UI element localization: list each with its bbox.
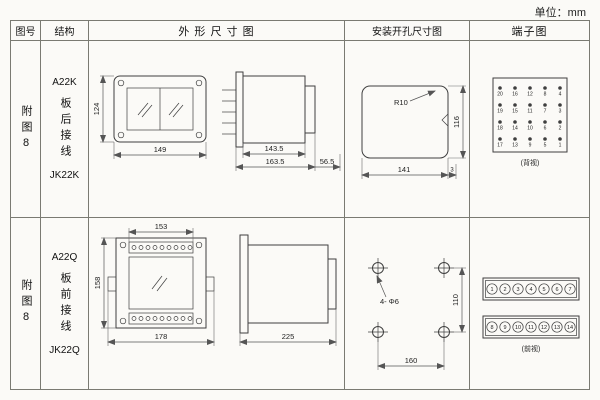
terminal-number: 4 <box>559 92 562 98</box>
outline-drawing-jk22q: 153 158 178 225 <box>93 222 337 346</box>
dim-width: 160 <box>405 356 418 365</box>
outline-drawing-jk22k: 124 149 143.5 <box>92 71 341 171</box>
dim-depth-outer: 163.5 <box>265 157 284 166</box>
terminal-diagram-jk22k: 20 16 12 8 4 19 15 11 7 3 18 14 10 6 2 <box>492 77 568 167</box>
terminal-number: 17 <box>497 143 503 149</box>
terminal-number: 9 <box>503 325 506 331</box>
col-header-structure: 结构 <box>41 21 89 41</box>
mounting-hole-drawing-jk22q: 4- Φ6 110 160 <box>368 257 466 370</box>
terminal-number: 11 <box>528 325 534 331</box>
terminal-number: 20 <box>497 92 503 98</box>
figure-number-cell: 附图8 <box>11 218 41 389</box>
col-header-mounting: 安装开孔尺寸图 <box>345 21 470 41</box>
terminal-number: 8 <box>544 92 547 98</box>
unit-label: 单位：mm <box>534 7 586 19</box>
terminal-number: 14 <box>567 325 573 331</box>
side-view <box>221 71 315 148</box>
structure-cell: A22Q 板前接线 JK22Q <box>41 218 89 389</box>
view-label: (背视) <box>521 158 540 167</box>
hole-spec-label: 4- Φ6 <box>380 297 399 306</box>
terminal-number: 8 <box>490 325 493 331</box>
front-view <box>107 237 214 328</box>
terminal-number: 16 <box>512 92 518 98</box>
dim-height: 158 <box>93 276 102 289</box>
terminal-number: 18 <box>497 126 503 132</box>
outline-drawing-cell: 124 149 143.5 <box>89 41 345 218</box>
figure-number-cell: 附图8 <box>11 41 41 218</box>
dim-width: 149 <box>153 145 166 154</box>
terminal-number: 11 <box>527 109 532 115</box>
view-label: (前视) <box>522 344 541 353</box>
figure-number: 附图8 <box>20 104 32 154</box>
dimension-table: 图号 结构 外 形 尺 寸 图 安装开孔尺寸图 端子图 附图8 A22K 板后接… <box>10 20 590 390</box>
mounting-drawing-cell: 4- Φ6 110 160 <box>345 218 470 389</box>
dim-height: 116 <box>452 116 461 128</box>
dim-depth-inner: 143.5 <box>264 144 283 153</box>
terminal-strip-top: 1 2 3 4 5 6 7 <box>482 277 580 300</box>
terminal-number: 12 <box>527 92 533 98</box>
terminal-number: 10 <box>515 325 521 331</box>
dim-top: 153 <box>154 222 167 231</box>
terminal-number: 10 <box>527 126 533 132</box>
model-code: A22K <box>52 77 77 88</box>
terminal-number: 4 <box>529 287 532 293</box>
dim-width: 141 <box>398 165 411 174</box>
terminal-number: 7 <box>568 287 571 293</box>
terminal-number: 15 <box>512 109 518 115</box>
terminal-number: 12 <box>541 325 547 331</box>
dim-height: 110 <box>451 294 460 306</box>
side-view <box>239 234 336 333</box>
dim-width: 178 <box>154 332 167 341</box>
col-header-outline: 外 形 尺 寸 图 <box>89 21 345 41</box>
dim-depth: 225 <box>281 332 294 341</box>
terminal-number: 9 <box>529 143 532 149</box>
col-header-fig: 图号 <box>11 21 41 41</box>
col-header-terminal: 端子图 <box>470 21 589 41</box>
dim-depth-front: 56.5 <box>319 157 334 166</box>
terminal-number: 6 <box>544 126 547 132</box>
terminal-number: 3 <box>516 287 519 293</box>
terminal-drawing-cell: 20 16 12 8 4 19 15 11 7 3 18 14 10 6 2 <box>470 41 589 218</box>
terminal-number: 3 <box>559 109 562 115</box>
dim-notch: 3 <box>450 168 454 174</box>
terminal-number: 5 <box>544 143 547 149</box>
terminal-number: 1 <box>490 287 493 293</box>
wiring-type: 板前接线 <box>59 271 71 336</box>
terminal-number: 19 <box>497 109 503 115</box>
relay-code: JK22Q <box>49 344 80 356</box>
model-code: A22Q <box>51 251 78 263</box>
wiring-type: 板后接线 <box>59 97 71 161</box>
mounting-hole-drawing-jk22k: R10 141 3 116 <box>361 85 466 179</box>
terminal-number: 13 <box>512 143 518 149</box>
terminal-number: 6 <box>555 287 558 293</box>
structure-cell: A22K 板后接线 JK22K <box>41 41 89 218</box>
terminal-number: 1 <box>559 143 562 149</box>
terminal-strip-bottom: 8 9 10 11 12 13 14 <box>482 315 580 338</box>
terminal-number: 2 <box>503 287 506 293</box>
terminal-number: 5 <box>542 287 545 293</box>
dim-height: 124 <box>92 103 101 116</box>
terminal-number: 14 <box>512 126 518 132</box>
figure-number: 附图8 <box>20 279 32 328</box>
terminal-number: 7 <box>544 109 547 115</box>
terminal-diagram-jk22q: 1 2 3 4 5 6 7 8 9 10 11 12 13 <box>482 277 580 353</box>
front-view <box>113 75 206 143</box>
terminal-points: 20 16 12 8 4 19 15 11 7 3 18 14 10 6 2 <box>497 86 562 149</box>
outline-drawing-cell: 153 158 178 225 <box>89 218 345 389</box>
relay-code: JK22K <box>49 170 80 181</box>
terminal-number: 13 <box>554 325 560 331</box>
terminal-number: 2 <box>559 126 562 132</box>
radius-label: R10 <box>394 98 408 107</box>
mounting-drawing-cell: R10 141 3 116 <box>345 41 470 218</box>
terminal-drawing-cell: 1 2 3 4 5 6 7 8 9 10 11 12 13 <box>470 218 589 389</box>
